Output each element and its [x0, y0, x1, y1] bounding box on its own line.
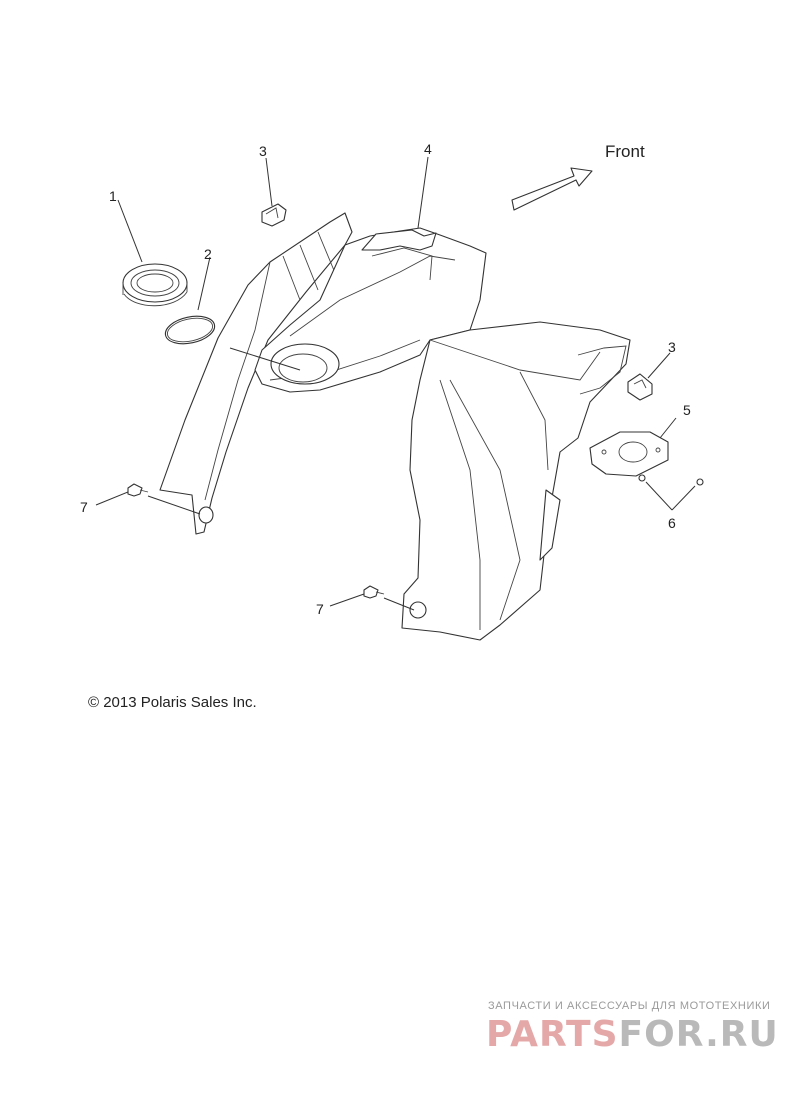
- part-gasket-plate: [589, 431, 669, 477]
- part-rivet-left: [127, 483, 149, 497]
- front-label: Front: [605, 142, 645, 161]
- watermark-logo: PARTSFOR.RU: [486, 1014, 779, 1055]
- callout-3-right: 3: [668, 339, 676, 355]
- leader-lines: [95, 156, 696, 611]
- console-panel-assembly: [159, 212, 631, 641]
- callout-7-left: 7: [80, 499, 88, 515]
- part-rivet-bottom: [363, 585, 385, 599]
- front-arrow: [511, 167, 593, 211]
- callout-3-top: 3: [259, 143, 267, 159]
- callout-5: 5: [683, 402, 691, 418]
- watermark-logo-part1: PARTS: [486, 1014, 619, 1055]
- watermark-tagline: ЗАПЧАСТИ И АКСЕССУАРЫ ДЛЯ МОТОТЕХНИКИ: [488, 1000, 771, 1012]
- callout-1: 1: [109, 188, 117, 204]
- callout-7-bottom: 7: [316, 601, 324, 617]
- callout-2: 2: [204, 246, 212, 262]
- part-clip-top: [261, 203, 287, 227]
- part-o-ring: [164, 315, 216, 345]
- part-bezel-ring: [122, 263, 188, 307]
- watermark-logo-part2: FOR.RU: [618, 1014, 779, 1055]
- part-clip-right: [627, 373, 653, 401]
- callout-6: 6: [668, 515, 676, 531]
- part-screws: [638, 474, 704, 486]
- callout-4: 4: [424, 141, 432, 157]
- copyright-notice: © 2013 Polaris Sales Inc.: [88, 694, 257, 711]
